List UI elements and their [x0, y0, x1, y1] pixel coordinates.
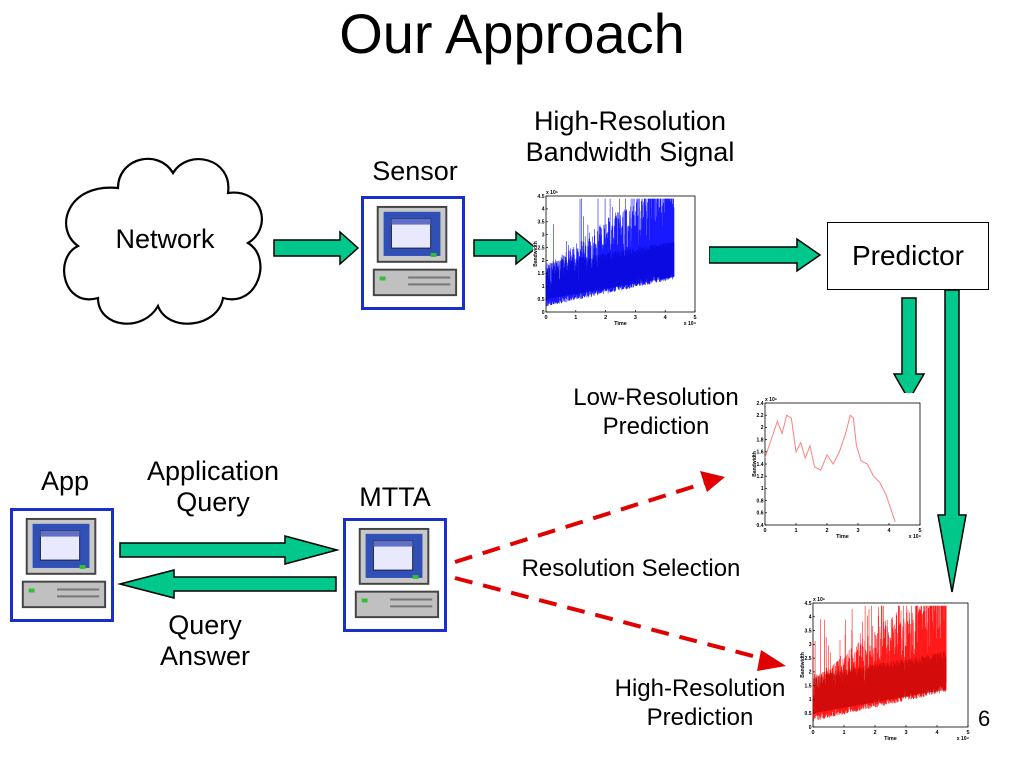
low-res-prediction-label: Low-Resolution Prediction [573, 384, 739, 440]
y-tick-label: 1.4 [757, 462, 764, 468]
x-tick-label: 2 [825, 528, 828, 534]
arrow-mtta-to-app [117, 569, 337, 599]
y-tick-label: 0.5 [805, 711, 812, 717]
x-tick-label: 2 [873, 730, 876, 736]
y-tick-label: 2 [761, 425, 764, 431]
network-cloud-icon [63, 157, 263, 325]
x-tick-label: 2 [604, 315, 607, 321]
y-axis-label: Bandwidth [800, 652, 806, 678]
y-tick-label: 1.2 [757, 474, 764, 480]
y-axis-label: Bandwidth [752, 451, 758, 477]
y-tick-label: 1.8 [757, 437, 764, 443]
y-tick-label: 3 [809, 642, 812, 648]
x-multiplier: x 10⁴ [957, 736, 970, 742]
x-tick-label: 1 [574, 315, 577, 321]
dashed-arrow-head-low-res [700, 471, 725, 492]
arrow-app-to-mtta [119, 535, 340, 565]
high-res-signal-heading: High-Resolution Bandwidth Signal [525, 106, 735, 167]
x-tick-label: 4 [935, 730, 939, 736]
predictor-box: Predictor [827, 222, 989, 290]
y-tick-label: 4 [809, 615, 812, 621]
y-tick-label: 1.5 [805, 683, 812, 689]
x-tick-label: 5 [693, 315, 696, 321]
y-tick-label: 0.5 [538, 297, 545, 303]
y-tick-label: 2 [809, 670, 812, 676]
x-tick-label: 0 [544, 315, 547, 321]
mtta-label: MTTA [359, 482, 431, 512]
arrow-predictor-to-high-res [937, 289, 967, 593]
y-tick-label: 0.8 [757, 498, 764, 504]
y-tick-label: 4 [542, 207, 545, 213]
app-label: App [40, 466, 90, 496]
y-multiplier: x 10⁶ [546, 190, 558, 196]
x-tick-label: 1 [794, 528, 797, 534]
y-tick-label: 2.5 [538, 245, 545, 251]
series-trace [812, 605, 947, 722]
y-tick-label: 1.5 [538, 271, 545, 277]
page-number: 6 [978, 706, 991, 731]
y-tick-label: 0 [809, 725, 812, 731]
y-multiplier: x 10⁶ [765, 397, 777, 403]
plot-frame [764, 402, 921, 526]
high-res-prediction-label: High-Resolution Prediction [614, 675, 786, 731]
x-tick-label: 3 [856, 528, 859, 534]
x-axis-label: Time [614, 321, 627, 327]
y-tick-label: 1.6 [757, 450, 764, 456]
sensor-computer-icon [361, 196, 465, 310]
y-axis-label: Bandwidth [533, 241, 539, 267]
arrow-predictor-to-low-res [892, 297, 926, 402]
series-core [545, 241, 675, 300]
slide-title: Our Approach [339, 2, 685, 65]
arrow-sensor-to-signal [473, 230, 538, 266]
y-tick-label: 0 [542, 310, 545, 316]
dashed-arrow-to-low-res [454, 480, 709, 564]
y-tick-label: 2.5 [805, 656, 812, 662]
x-multiplier: x 10⁴ [909, 534, 922, 540]
y-tick-label: 0.4 [757, 523, 764, 529]
y-tick-label: 2.4 [757, 401, 764, 407]
x-tick-label: 5 [918, 528, 921, 534]
x-tick-label: 1 [842, 730, 845, 736]
y-tick-label: 3.5 [538, 220, 545, 226]
dashed-arrow-to-high-res [454, 576, 769, 662]
x-tick-label: 3 [634, 315, 637, 321]
y-tick-label: 1 [809, 697, 812, 703]
x-tick-label: 5 [966, 730, 969, 736]
x-tick-label: 4 [887, 528, 891, 534]
y-tick-label: 1 [761, 486, 764, 492]
x-multiplier: x 10⁴ [684, 321, 697, 327]
x-tick-label: 0 [811, 730, 814, 736]
series-core [812, 651, 947, 714]
y-tick-label: 0.6 [757, 511, 764, 517]
network-label: Network [115, 224, 215, 254]
application-query-label: Application Query [146, 456, 280, 517]
series-trace [545, 198, 675, 307]
y-tick-label: 3 [542, 232, 545, 238]
y-tick-label: 3.5 [805, 628, 812, 634]
x-tick-label: 3 [904, 730, 907, 736]
y-multiplier: x 10⁶ [813, 597, 825, 603]
arrow-signal-to-predictor [708, 237, 822, 273]
x-axis-label: Time [884, 736, 897, 742]
query-answer-label: Query Answer [159, 610, 251, 671]
x-tick-label: 0 [763, 528, 766, 534]
y-tick-label: 4.5 [538, 194, 545, 200]
arrow-network-to-sensor [273, 230, 360, 266]
series-line [764, 414, 896, 523]
x-axis-label: Time [836, 534, 849, 540]
y-tick-label: 4.5 [805, 601, 812, 607]
sensor-label: Sensor [372, 156, 458, 186]
x-tick-label: 4 [664, 315, 668, 321]
y-tick-label: 1 [542, 284, 545, 290]
y-tick-label: 2 [542, 258, 545, 264]
app-computer-icon [10, 508, 114, 622]
y-tick-label: 2.2 [757, 413, 764, 419]
dashed-arrow-head-high-res [757, 650, 786, 671]
mtta-computer-icon [343, 518, 447, 632]
resolution-selection-label: Resolution Selection [521, 555, 741, 582]
